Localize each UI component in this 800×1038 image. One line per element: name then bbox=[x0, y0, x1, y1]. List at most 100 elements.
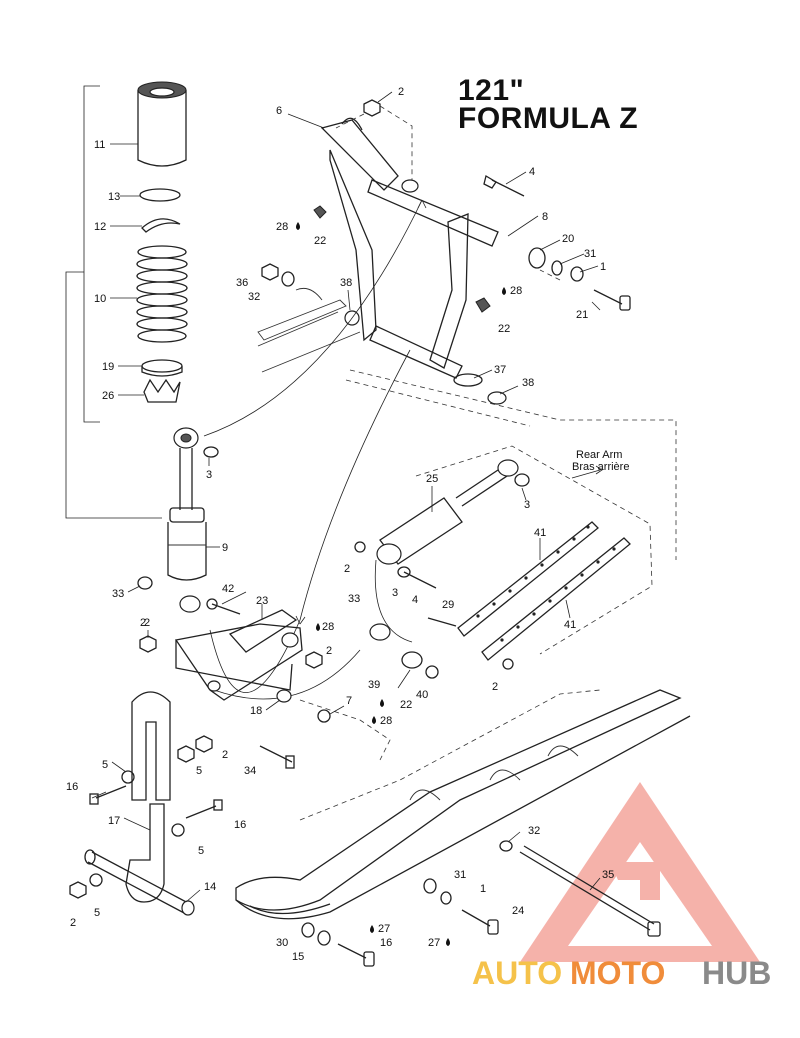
callout: 17 bbox=[108, 815, 120, 827]
drop-icon bbox=[380, 699, 384, 707]
callout: 28 bbox=[322, 621, 334, 633]
callout: 37 bbox=[494, 364, 506, 376]
callout: 38 bbox=[522, 377, 534, 389]
callout: 38 bbox=[340, 277, 352, 289]
callout: 2 bbox=[326, 645, 332, 657]
drop-icon bbox=[502, 287, 506, 295]
callout: 33 bbox=[112, 588, 124, 600]
callout: 30 bbox=[276, 937, 288, 949]
callout: 15 bbox=[292, 951, 304, 963]
callout: 16 bbox=[66, 781, 78, 793]
automotohub-logo bbox=[520, 782, 760, 962]
callout: 33 bbox=[348, 593, 360, 605]
callout: 1 bbox=[480, 883, 486, 895]
callout: 19 bbox=[102, 361, 114, 373]
spring-coils bbox=[136, 245, 188, 343]
link-assembly bbox=[139, 598, 391, 761]
callout: 25 bbox=[426, 473, 438, 485]
callout: 5 bbox=[102, 759, 108, 771]
callout: 9 bbox=[222, 542, 228, 554]
callout: 4 bbox=[412, 594, 418, 606]
logo-text-moto: MOTO bbox=[570, 955, 665, 991]
logo-a-shape bbox=[610, 862, 660, 900]
callout: 42 bbox=[222, 583, 234, 595]
callout: 4 bbox=[529, 166, 535, 178]
callout: 7 bbox=[346, 695, 352, 707]
callout: 18 bbox=[250, 705, 262, 717]
callout: 2 bbox=[140, 617, 146, 629]
callout: 41 bbox=[534, 527, 546, 539]
logo-text-hub: HUB bbox=[702, 955, 771, 991]
leader-lines bbox=[91, 91, 601, 903]
callout: 34 bbox=[244, 765, 256, 777]
callout: 41 bbox=[564, 619, 576, 631]
callout: 16 bbox=[380, 937, 392, 949]
callout: 6 bbox=[276, 105, 282, 117]
callout: 2 bbox=[70, 917, 76, 929]
connector-curves bbox=[203, 199, 427, 700]
callout: 24 bbox=[512, 905, 524, 917]
logo-wordmark: AUTO MOTO HUB bbox=[472, 955, 771, 991]
callout: 20 bbox=[562, 233, 574, 245]
front-arm-assembly bbox=[261, 99, 631, 405]
callout: 2 bbox=[144, 617, 150, 629]
callout: 3 bbox=[524, 499, 530, 511]
callout: 5 bbox=[94, 907, 100, 919]
rear-arm-label-fr: Bras arrière bbox=[572, 461, 629, 473]
callout: 5 bbox=[196, 765, 202, 777]
rail-upper bbox=[257, 287, 677, 560]
callout: 3 bbox=[392, 587, 398, 599]
callout: 36 bbox=[236, 277, 248, 289]
callout: 31 bbox=[454, 869, 466, 881]
slide-rail bbox=[235, 689, 691, 967]
callout: 29 bbox=[442, 599, 454, 611]
callout: 1 bbox=[600, 261, 606, 273]
callout: 2 bbox=[222, 749, 228, 761]
callout: 8 bbox=[542, 211, 548, 223]
callout: 28 bbox=[510, 285, 522, 297]
callout: 22 bbox=[498, 323, 510, 335]
drop-icon bbox=[372, 716, 376, 724]
drop-icon bbox=[446, 938, 450, 946]
callout: 16 bbox=[234, 819, 246, 831]
callout: 31 bbox=[584, 248, 596, 260]
model-title-line2: FORMULA Z bbox=[458, 102, 639, 135]
callout: 21 bbox=[576, 309, 588, 321]
drop-icon bbox=[370, 925, 374, 933]
callout: 40 bbox=[416, 689, 428, 701]
callout: 2 bbox=[492, 681, 498, 693]
callout: 23 bbox=[256, 595, 268, 607]
spring-shock-assembly bbox=[65, 81, 219, 613]
callout: 27 bbox=[378, 923, 390, 935]
callout: 2 bbox=[344, 563, 350, 575]
callout: 22 bbox=[314, 235, 326, 247]
rear-shock-assembly bbox=[354, 445, 653, 679]
callout: 27 bbox=[428, 937, 440, 949]
callout: 10 bbox=[94, 293, 106, 305]
model-title-line1: 121" bbox=[458, 74, 525, 107]
callout: 5 bbox=[198, 845, 204, 857]
callout: 14 bbox=[204, 881, 216, 893]
drop-icon bbox=[296, 222, 300, 230]
callout: 12 bbox=[94, 221, 106, 233]
callout: 11 bbox=[94, 139, 105, 151]
callout-labels: 11 13 12 10 19 26 3 9 33 2 6 2 4 8 28 22… bbox=[66, 86, 614, 963]
front-bracket-assembly bbox=[69, 691, 295, 916]
callout: 39 bbox=[368, 679, 380, 691]
callout: 32 bbox=[528, 825, 540, 837]
rear-arm-label-en: Rear Arm bbox=[576, 449, 622, 461]
rear-arm-holes bbox=[476, 525, 616, 642]
callout: 22 bbox=[400, 699, 412, 711]
callout: 35 bbox=[602, 869, 614, 881]
callout: 32 bbox=[248, 291, 260, 303]
logo-text-auto: AUTO bbox=[472, 955, 562, 991]
callout: 13 bbox=[108, 191, 120, 203]
callout: 28 bbox=[380, 715, 392, 727]
grease-drop-icons bbox=[296, 222, 506, 946]
rear-arm-label: Rear Arm Bras arrière bbox=[572, 449, 629, 473]
callout: 28 bbox=[276, 221, 288, 233]
callout: 2 bbox=[398, 86, 404, 98]
callout: 3 bbox=[206, 469, 212, 481]
drop-icon bbox=[316, 623, 320, 631]
